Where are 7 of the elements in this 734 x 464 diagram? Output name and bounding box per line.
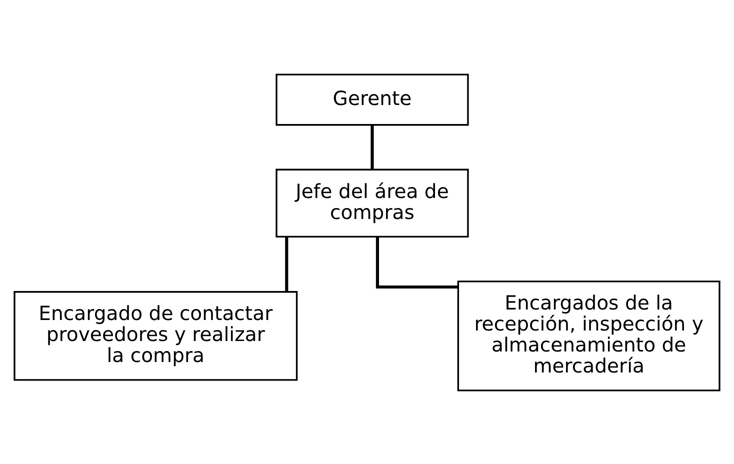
node-box: Encargado de contactar proveedores y realizar la compra	[14, 290, 298, 380]
connector	[370, 124, 374, 169]
node-box: Encargados de la recepción, inspección y almacenamiento de mercadería	[457, 280, 720, 391]
node-box: Gerente	[276, 73, 469, 126]
connector	[376, 236, 458, 288]
connector	[285, 236, 288, 292]
node-box: Jefe del área de compras	[276, 168, 469, 238]
